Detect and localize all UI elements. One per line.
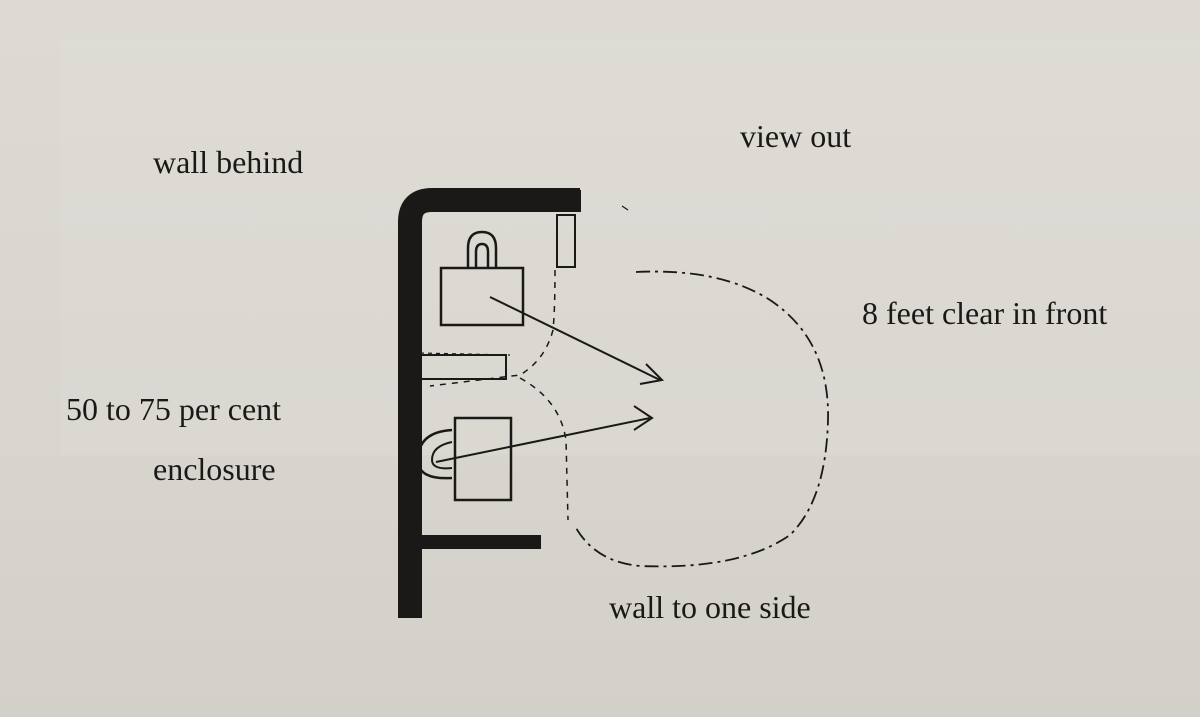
label-wall-behind: wall behind: [153, 144, 304, 180]
label-view-out: view out: [740, 118, 852, 154]
lower-view-arrow: [435, 417, 651, 463]
small-tick-mark: [621, 205, 629, 211]
label-wall-to-one-side: wall to one side: [609, 589, 811, 625]
partition-shelf: [405, 354, 507, 380]
lower-chair-seat: [453, 416, 513, 502]
partition-dashed-edge: [419, 352, 511, 356]
lower-chair-back-inner: [430, 441, 453, 470]
lower-chair-back: [416, 428, 453, 480]
upper-view-arrow: [489, 296, 661, 381]
clear-space-outline: [575, 270, 829, 568]
upper-chair-back: [466, 230, 498, 268]
upper-view-arrowhead: [639, 363, 665, 385]
wall-behind-shape: [398, 188, 580, 618]
lower-view-arrowhead: [633, 405, 654, 431]
label-enclosure-line1: 50 to 75 per cent: [66, 391, 282, 427]
label-clear-in-front: 8 feet clear in front: [862, 295, 1108, 331]
paper-shade: [60, 40, 1200, 455]
upper-chair-seat: [439, 266, 525, 327]
label-enclosure-line2: enclosure: [153, 451, 276, 487]
enclosure-dashed-line: [429, 269, 569, 521]
window-opening-box: [556, 214, 576, 268]
